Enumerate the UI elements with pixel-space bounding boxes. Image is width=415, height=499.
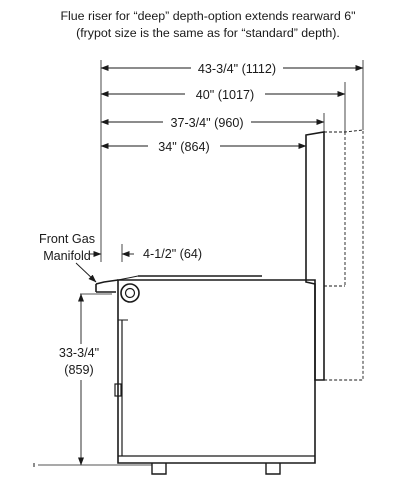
dim-label-cabinet-depth: 34" (864) (158, 140, 209, 154)
manifold-label-line-1: Front Gas (39, 232, 95, 246)
fryer-legs (151, 463, 281, 475)
flue-riser-deep (324, 129, 364, 381)
dimension-labels: 43-3/4" (1112) 40" (1017) 37-3/4" (960) … (48, 60, 283, 380)
gas-manifold (95, 279, 140, 303)
manifold-pipe-outer (120, 283, 140, 303)
dim-label-front-offset: 4-1/2" (64) (143, 247, 202, 261)
flue-note-line-2: (frypot size is the same as for “standar… (76, 26, 340, 40)
fryer-cabinet (117, 279, 316, 464)
manifold-label-line-2: Manifold (43, 249, 91, 263)
manifold-pipe-inner (124, 287, 136, 299)
manifold-leader-line (75, 262, 97, 283)
door-handle (114, 383, 122, 397)
dim-label-depth-to-flue: 37-3/4" (960) (170, 116, 243, 130)
fryer-body (114, 275, 316, 464)
dim-label-height-metric: (859) (64, 363, 93, 377)
dim-label-overall-standard: 40" (1017) (196, 88, 254, 102)
rear-leg (265, 463, 281, 475)
flue-riser-standard (305, 131, 325, 381)
front-leg (151, 463, 167, 475)
dim-label-overall-deep: 43-3/4" (1112) (198, 62, 276, 76)
dim-label-height-imperial: 33-3/4" (59, 346, 99, 360)
flue-note-line-1: Flue riser for “deep” depth-option exten… (60, 9, 355, 23)
